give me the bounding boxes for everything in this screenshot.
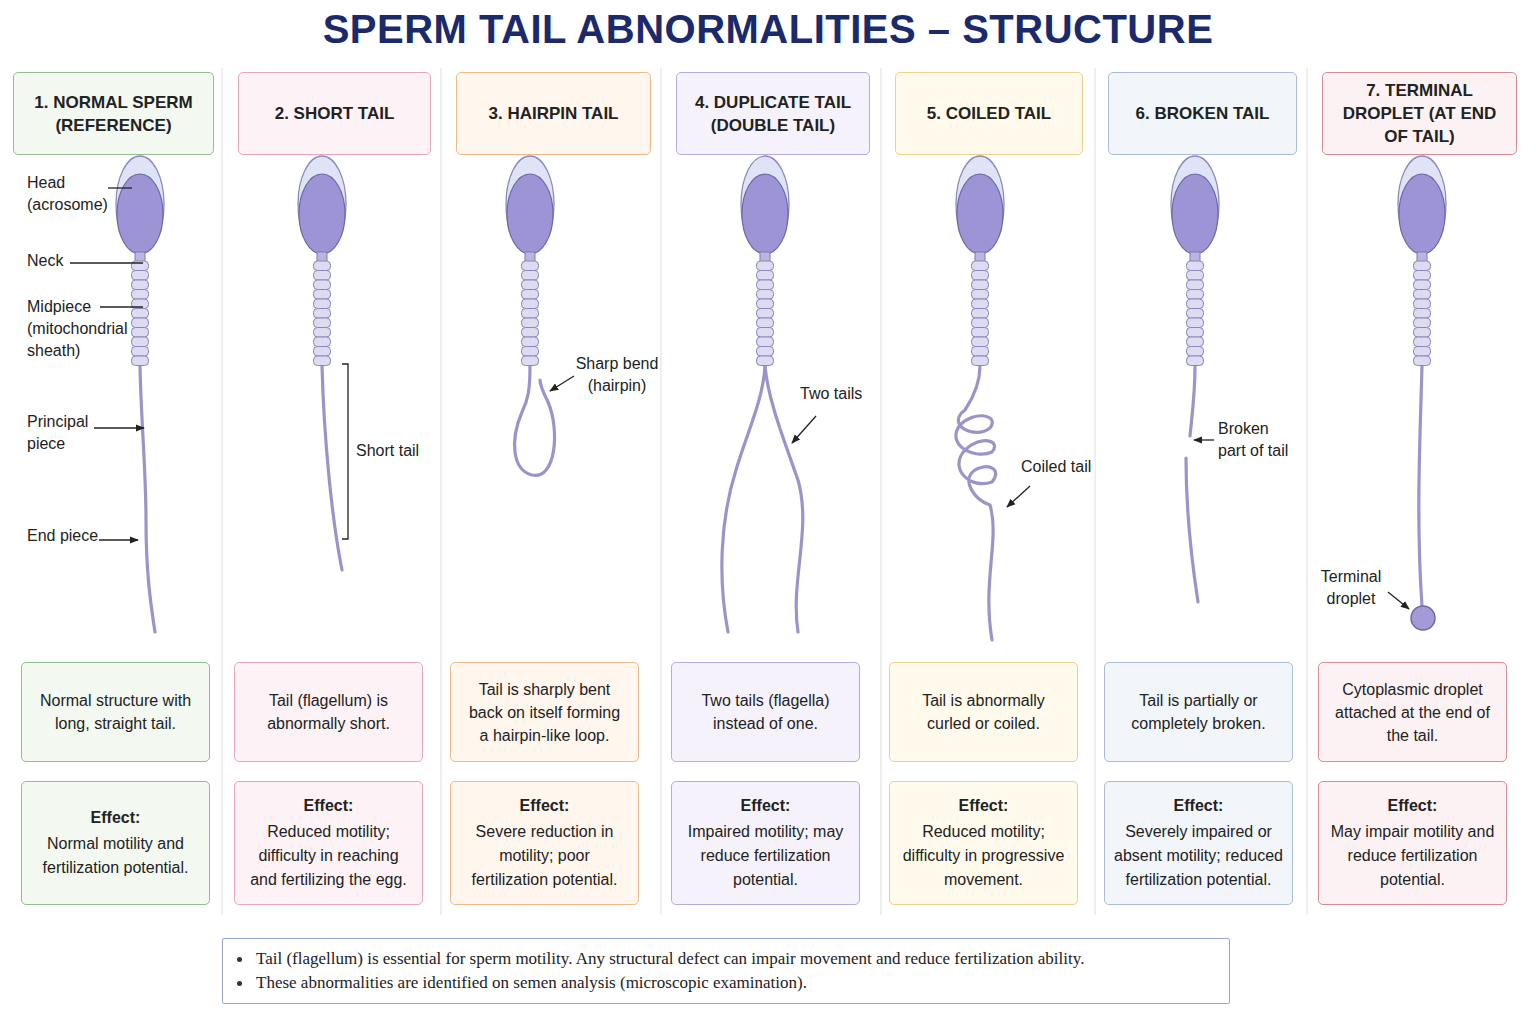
- column-header: 5. COILED TAIL: [895, 72, 1083, 155]
- part-label: End piece: [27, 525, 107, 547]
- effect-box: Effect:Impaired motility; may reduce fer…: [671, 781, 860, 905]
- column-header: 7. TERMINAL DROPLET (AT END OF TAIL): [1322, 72, 1517, 155]
- header-text: 2. SHORT TAIL: [275, 102, 395, 125]
- effect-box: Effect:Severe reduction in motility; poo…: [450, 781, 639, 905]
- effect-text: Severely impaired or absent motility; re…: [1113, 820, 1284, 892]
- description-box: Tail is partially or completely broken.: [1104, 662, 1293, 762]
- note-text: These abnormalities are identified on se…: [256, 971, 807, 995]
- column-divider: [222, 68, 1307, 915]
- column-header: 4. DUPLICATE TAIL (DOUBLE TAIL): [676, 72, 870, 155]
- header-text: 4. DUPLICATE TAIL (DOUBLE TAIL): [685, 91, 861, 137]
- effect-text: Reduced motility; difficulty in reaching…: [243, 820, 414, 892]
- header-text: 1. NORMAL SPERM (REFERENCE): [22, 91, 205, 137]
- bullet-dot: [237, 957, 242, 962]
- description-box: Tail is sharply bent back on itself form…: [450, 662, 639, 762]
- effect-heading: Effect:: [520, 794, 570, 818]
- effect-text: May impair motility and reduce fertiliza…: [1327, 820, 1498, 892]
- description-box: Normal structure with long, straight tai…: [21, 662, 210, 762]
- effect-box: Effect:Reduced motility; difficulty in r…: [234, 781, 423, 905]
- note-box: Tail (flagellum) is essential for sperm …: [222, 938, 1230, 1004]
- header-text: 7. TERMINAL DROPLET (AT END OF TAIL): [1331, 79, 1508, 148]
- header-text: 3. HAIRPIN TAIL: [488, 102, 618, 125]
- header-text: 6. BROKEN TAIL: [1136, 102, 1270, 125]
- column-header: 3. HAIRPIN TAIL: [456, 72, 651, 155]
- effect-heading: Effect:: [91, 806, 141, 830]
- effect-text: Normal motility and fertilization potent…: [30, 832, 201, 880]
- effect-text: Severe reduction in motility; poor ferti…: [459, 820, 630, 892]
- description-text: Tail (flagellum) is abnormally short.: [247, 689, 410, 735]
- effect-text: Impaired motility; may reduce fertilizat…: [680, 820, 851, 892]
- cytoplasmic-droplet: [1411, 606, 1435, 630]
- effect-box: Effect:Severely impaired or absent motil…: [1104, 781, 1293, 905]
- effect-heading: Effect:: [1174, 794, 1224, 818]
- description-box: Cytoplasmic droplet attached at the end …: [1318, 662, 1507, 762]
- part-label: Short tail: [356, 440, 426, 462]
- part-label: Sharp bend (hairpin): [572, 353, 662, 397]
- description-text: Tail is abnormally curled or coiled.: [902, 689, 1065, 735]
- part-label: Head (acrosome): [27, 172, 109, 216]
- column-header: 2. SHORT TAIL: [238, 72, 431, 155]
- diagram-title: SPERM TAIL ABNORMALITIES – STRUCTURE: [0, 2, 1536, 56]
- description-text: Normal structure with long, straight tai…: [34, 689, 197, 735]
- description-text: Tail is partially or completely broken.: [1117, 689, 1280, 735]
- effect-box: Effect:May impair motility and reduce fe…: [1318, 781, 1507, 905]
- part-label: Principal piece: [27, 411, 97, 455]
- part-label: Broken part of tail: [1218, 418, 1300, 462]
- effect-heading: Effect:: [304, 794, 354, 818]
- part-label: Two tails: [800, 383, 870, 405]
- part-label: Coiled tail: [1021, 456, 1093, 478]
- part-label: Terminal droplet: [1313, 566, 1389, 610]
- description-box: Tail is abnormally curled or coiled.: [889, 662, 1078, 762]
- description-text: Tail is sharply bent back on itself form…: [463, 678, 626, 747]
- effect-heading: Effect:: [1388, 794, 1438, 818]
- description-text: Cytoplasmic droplet attached at the end …: [1331, 678, 1494, 747]
- bullet-dot: [237, 981, 242, 986]
- part-label: Neck: [27, 250, 87, 272]
- leader-line: [70, 188, 1409, 609]
- effect-heading: Effect:: [959, 794, 1009, 818]
- column-header: 1. NORMAL SPERM (REFERENCE): [13, 72, 214, 155]
- effect-heading: Effect:: [741, 794, 791, 818]
- description-box: Tail (flagellum) is abnormally short.: [234, 662, 423, 762]
- part-label: Midpiece (mitochondrial sheath): [27, 296, 139, 362]
- description-text: Two tails (flagella) instead of one.: [684, 689, 847, 735]
- note-text: Tail (flagellum) is essential for sperm …: [256, 947, 1084, 971]
- header-text: 5. COILED TAIL: [927, 102, 1051, 125]
- effect-box: Effect:Normal motility and fertilization…: [21, 781, 210, 905]
- effect-text: Reduced motility; difficulty in progress…: [898, 820, 1069, 892]
- sperm-tail: [140, 366, 1422, 640]
- effect-box: Effect:Reduced motility; difficulty in p…: [889, 781, 1078, 905]
- description-box: Two tails (flagella) instead of one.: [671, 662, 860, 762]
- sperm-body: [116, 156, 1446, 366]
- column-header: 6. BROKEN TAIL: [1108, 72, 1297, 155]
